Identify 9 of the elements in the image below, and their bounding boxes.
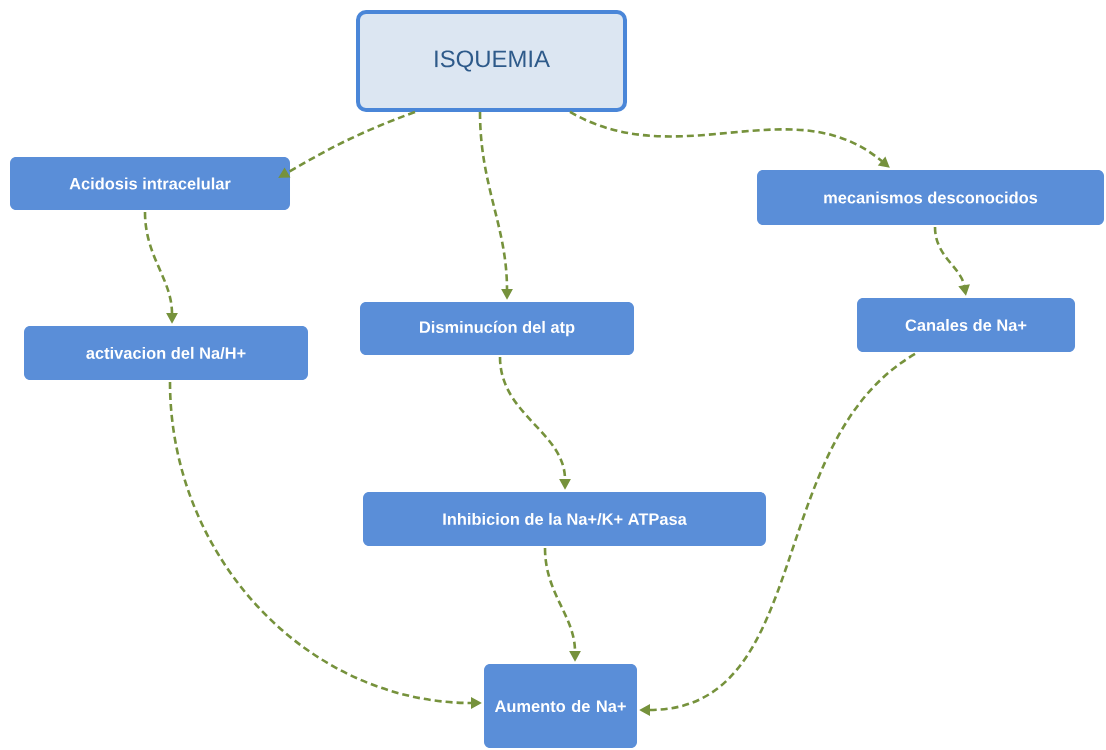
process-box: mecanismos desconocidos <box>757 170 1104 225</box>
process-box: Acidosis intracelular <box>10 157 290 210</box>
process-box: Canales de Na+ <box>857 298 1075 352</box>
process-box: activacion del Na/H+ <box>24 326 308 380</box>
process-box: Aumento de Na+ <box>484 664 637 748</box>
title-box: ISQUEMIA <box>356 10 627 112</box>
arrow <box>569 110 890 168</box>
process-box: Inhibicion de la Na+/K+ ATPasa <box>363 492 766 546</box>
process-box: Disminucíon del atp <box>360 302 634 355</box>
